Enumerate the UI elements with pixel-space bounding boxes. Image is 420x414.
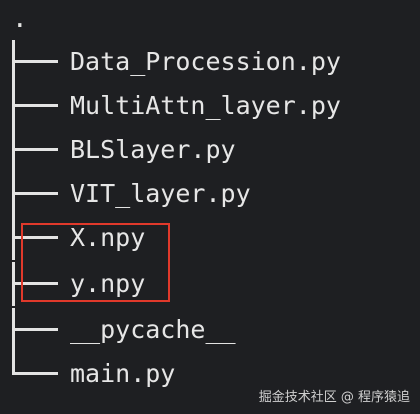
tree-branch-icon	[12, 40, 62, 84]
tree-branch-icon	[12, 308, 62, 352]
tree-branch-icon	[12, 128, 62, 172]
tree-item: MultiAttn_layer.py	[12, 84, 412, 128]
tree-item: VIT_layer.py	[12, 172, 412, 216]
file-name: BLSlayer.py	[70, 135, 236, 164]
folder-name: __pycache__	[70, 315, 236, 344]
file-name: main.py	[70, 359, 176, 388]
file-name: MultiAttn_layer.py	[70, 91, 341, 120]
tree-item: __pycache__	[12, 308, 412, 352]
file-name: VIT_layer.py	[70, 179, 251, 208]
tree-branch-icon	[12, 262, 62, 306]
watermark-text: 掘金技术社区 @ 程序猿追	[258, 390, 410, 405]
highlight-box	[21, 223, 170, 302]
tree-item: main.py	[12, 352, 412, 396]
tree-branch-icon	[12, 216, 62, 260]
tree-root: .	[12, 4, 28, 34]
file-name: X.npy	[70, 223, 146, 252]
tree-branch-icon	[12, 84, 62, 128]
tree-item: y.npy	[12, 262, 412, 306]
file-name: Data_Procession.py	[70, 47, 341, 76]
tree-branch-icon	[12, 172, 62, 216]
file-name: y.npy	[70, 269, 146, 298]
tree-item: X.npy	[12, 216, 412, 260]
tree-item: Data_Procession.py	[12, 40, 412, 84]
tree-last-branch-icon	[12, 352, 62, 396]
tree-item: BLSlayer.py	[12, 128, 412, 172]
